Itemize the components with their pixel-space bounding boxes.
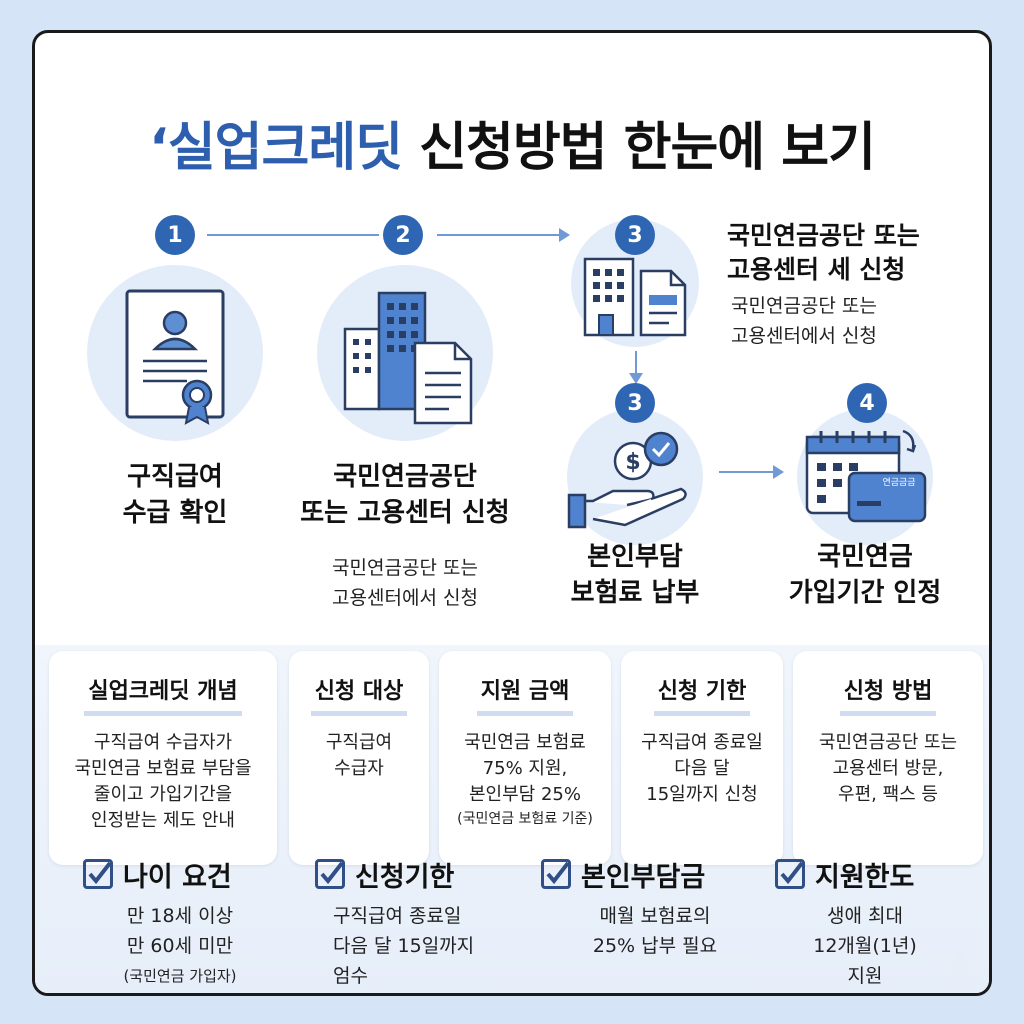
step-number: 1 <box>155 215 195 255</box>
hand-coin-icon: $ <box>567 431 687 529</box>
connector-3-3 <box>635 351 637 375</box>
step-number: 2 <box>383 215 423 255</box>
building-document-icon <box>343 291 473 425</box>
connector-2-3 <box>437 234 561 236</box>
step2-sub-line2: 고용센터에서 신청 <box>332 587 478 609</box>
step3a-title: 국민연금공단 또는 고용센터 세 신청 <box>727 219 987 287</box>
check-heading: 본인부담금 <box>581 862 706 893</box>
info-heading: 지원 금액 <box>476 673 574 716</box>
connector-1-2 <box>207 234 379 236</box>
info-card-amount: 지원 금액 국민연금 보험료 75% 지원, 본인부담 25% (국민연금 보험… <box>439 651 611 865</box>
info-heading: 실업크레딧 개념 <box>84 673 242 716</box>
certificate-circle <box>87 265 263 441</box>
check-body: 만 18세 이상 만 60세 미만 (국민연금 가입자) <box>123 905 237 985</box>
step1-label: 구직급여 수급 확인 <box>75 459 275 531</box>
payment-circle: $ <box>567 409 703 545</box>
arrow-down-icon <box>629 373 643 384</box>
svg-text:$: $ <box>625 450 640 475</box>
arrow-right-icon <box>559 228 570 242</box>
check-body: 구직급여 종료일 다음 달 15일까지 엄수 <box>333 905 475 987</box>
connector-3-4 <box>719 471 775 473</box>
step2-sub-line1: 국민연금공단 또는 <box>332 557 478 579</box>
office-document-icon <box>583 257 687 337</box>
title-quote: ‘ <box>149 118 169 178</box>
info-heading: 신청 방법 <box>839 673 937 716</box>
info-card-deadline: 신청 기한 구직급여 종료일 다음 달 15일까지 신청 <box>621 651 783 865</box>
info-body: 구직급여 종료일 다음 달 15일까지 신청 <box>641 732 763 805</box>
step2-sub: 국민연금공단 또는 고용센터에서 신청 <box>285 553 525 613</box>
check-heading: 지원한도 <box>815 862 915 893</box>
step4-line2: 가입기간 인정 <box>788 578 942 608</box>
step1-line1: 구직급여 <box>127 462 223 492</box>
checkbox-icon <box>83 859 113 889</box>
info-body: 국민연금공단 또는 고용센터 방문, 우편, 팩스 등 <box>818 732 958 805</box>
infographic-card: ‘실업크레딧 신청방법 한눈에 보기 1 구직급여 수급 확인 2 <box>32 30 992 996</box>
info-card-target: 신청 대상 구직급여 수급자 <box>289 651 429 865</box>
step3b-label: 본인부담 보험료 납부 <box>535 539 735 611</box>
calendar-card-icon: 연금금금 <box>805 429 927 523</box>
info-card-concept: 실업크레딧 개념 구직급여 수급자가 국민연금 보험료 부담을 줄이고 가입기간… <box>49 651 277 865</box>
step4-line1: 국민연금 <box>817 542 913 572</box>
info-heading: 신청 기한 <box>653 673 751 716</box>
building-circle <box>317 265 493 441</box>
check-body: 생애 최대 12개월(1년) 지원 <box>813 905 917 987</box>
title-rest: 신청방법 한눈에 보기 <box>419 118 876 178</box>
info-body: 국민연금 보험료 75% 지원, 본인부담 25% <box>464 732 586 805</box>
info-heading: 신청 대상 <box>310 673 408 716</box>
step4-label: 국민연금 가입기간 인정 <box>745 539 985 611</box>
arrow-right-icon <box>773 465 784 479</box>
step3a-sub-line2: 고용센터에서 신청 <box>731 325 877 347</box>
card-text: 연금금금 <box>882 477 915 488</box>
step3a-sub: 국민연금공단 또는 고용센터에서 신청 <box>731 291 981 351</box>
step-number: 3 <box>615 215 655 255</box>
sparkle-icon <box>942 947 978 983</box>
info-card-method: 신청 방법 국민연금공단 또는 고용센터 방문, 우편, 팩스 등 <box>793 651 983 865</box>
checkbox-icon <box>775 859 805 889</box>
step2-line1: 국민연금공단 <box>333 462 477 492</box>
check-heading: 나이 요건 <box>123 862 232 893</box>
info-note: (국민연금 보험료 기준) <box>457 811 593 827</box>
step2-line2: 또는 고용센터 신청 <box>300 498 510 528</box>
step3a-title-line1: 국민연금공단 또는 <box>727 221 920 250</box>
info-body: 구직급여 수급자가 국민연금 보험료 부담을 줄이고 가입기간을 인정받는 제도… <box>74 732 252 831</box>
step1-line2: 수급 확인 <box>122 498 228 528</box>
calendar-circle: 연금금금 <box>797 409 933 545</box>
step2-label: 국민연금공단 또는 고용센터 신청 <box>285 459 525 531</box>
step3b-line2: 보험료 납부 <box>570 578 700 608</box>
step3a-sub-line1: 국민연금공단 또는 <box>731 295 877 317</box>
checkbox-icon <box>315 859 345 889</box>
title-highlight: 실업크레딧 <box>167 118 403 178</box>
check-heading: 신청기한 <box>355 862 455 893</box>
check-body: 매월 보험료의 25% 납부 필요 <box>592 905 718 957</box>
step-number: 3 <box>615 383 655 423</box>
certificate-icon <box>125 289 225 425</box>
checkbox-icon <box>541 859 571 889</box>
page-title: ‘실업크레딧 신청방법 한눈에 보기 <box>35 105 989 180</box>
info-body: 구직급여 수급자 <box>325 732 393 779</box>
step-number: 4 <box>847 383 887 423</box>
step3b-line1: 본인부담 <box>587 542 683 572</box>
step3a-title-line2: 고용센터 세 신청 <box>727 255 906 284</box>
office-circle <box>571 219 699 347</box>
